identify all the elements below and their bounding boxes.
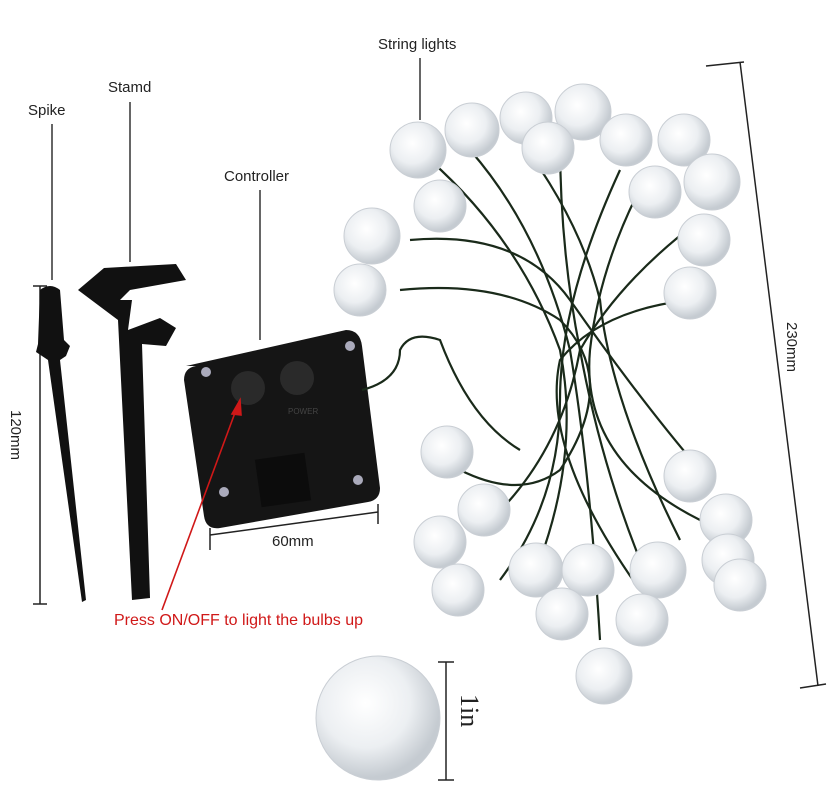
- label-string-lights: String lights: [378, 36, 457, 53]
- wire: [361, 139, 701, 641]
- instruction-arrow: [161, 397, 242, 611]
- label-controller: Controller: [224, 168, 290, 185]
- label-controller-width: 60mm: [272, 533, 314, 550]
- bulb-closeup: [315, 655, 441, 781]
- label-stand: Stamd: [108, 79, 152, 96]
- label-height-left: 120mm: [7, 410, 24, 461]
- label-spike: Spike: [28, 102, 66, 119]
- leader-lines: [51, 58, 421, 340]
- stand: [78, 264, 186, 600]
- spike: [36, 286, 86, 602]
- controller: POWER: [184, 330, 380, 529]
- instruction-text: Press ON/OFF to light the bulbs up: [114, 612, 363, 629]
- label-bulb-size: 1in: [455, 694, 484, 728]
- controller-power-text: POWER: [288, 407, 318, 416]
- label-height-right: 230mm: [783, 322, 800, 373]
- bulbs: [315, 83, 767, 781]
